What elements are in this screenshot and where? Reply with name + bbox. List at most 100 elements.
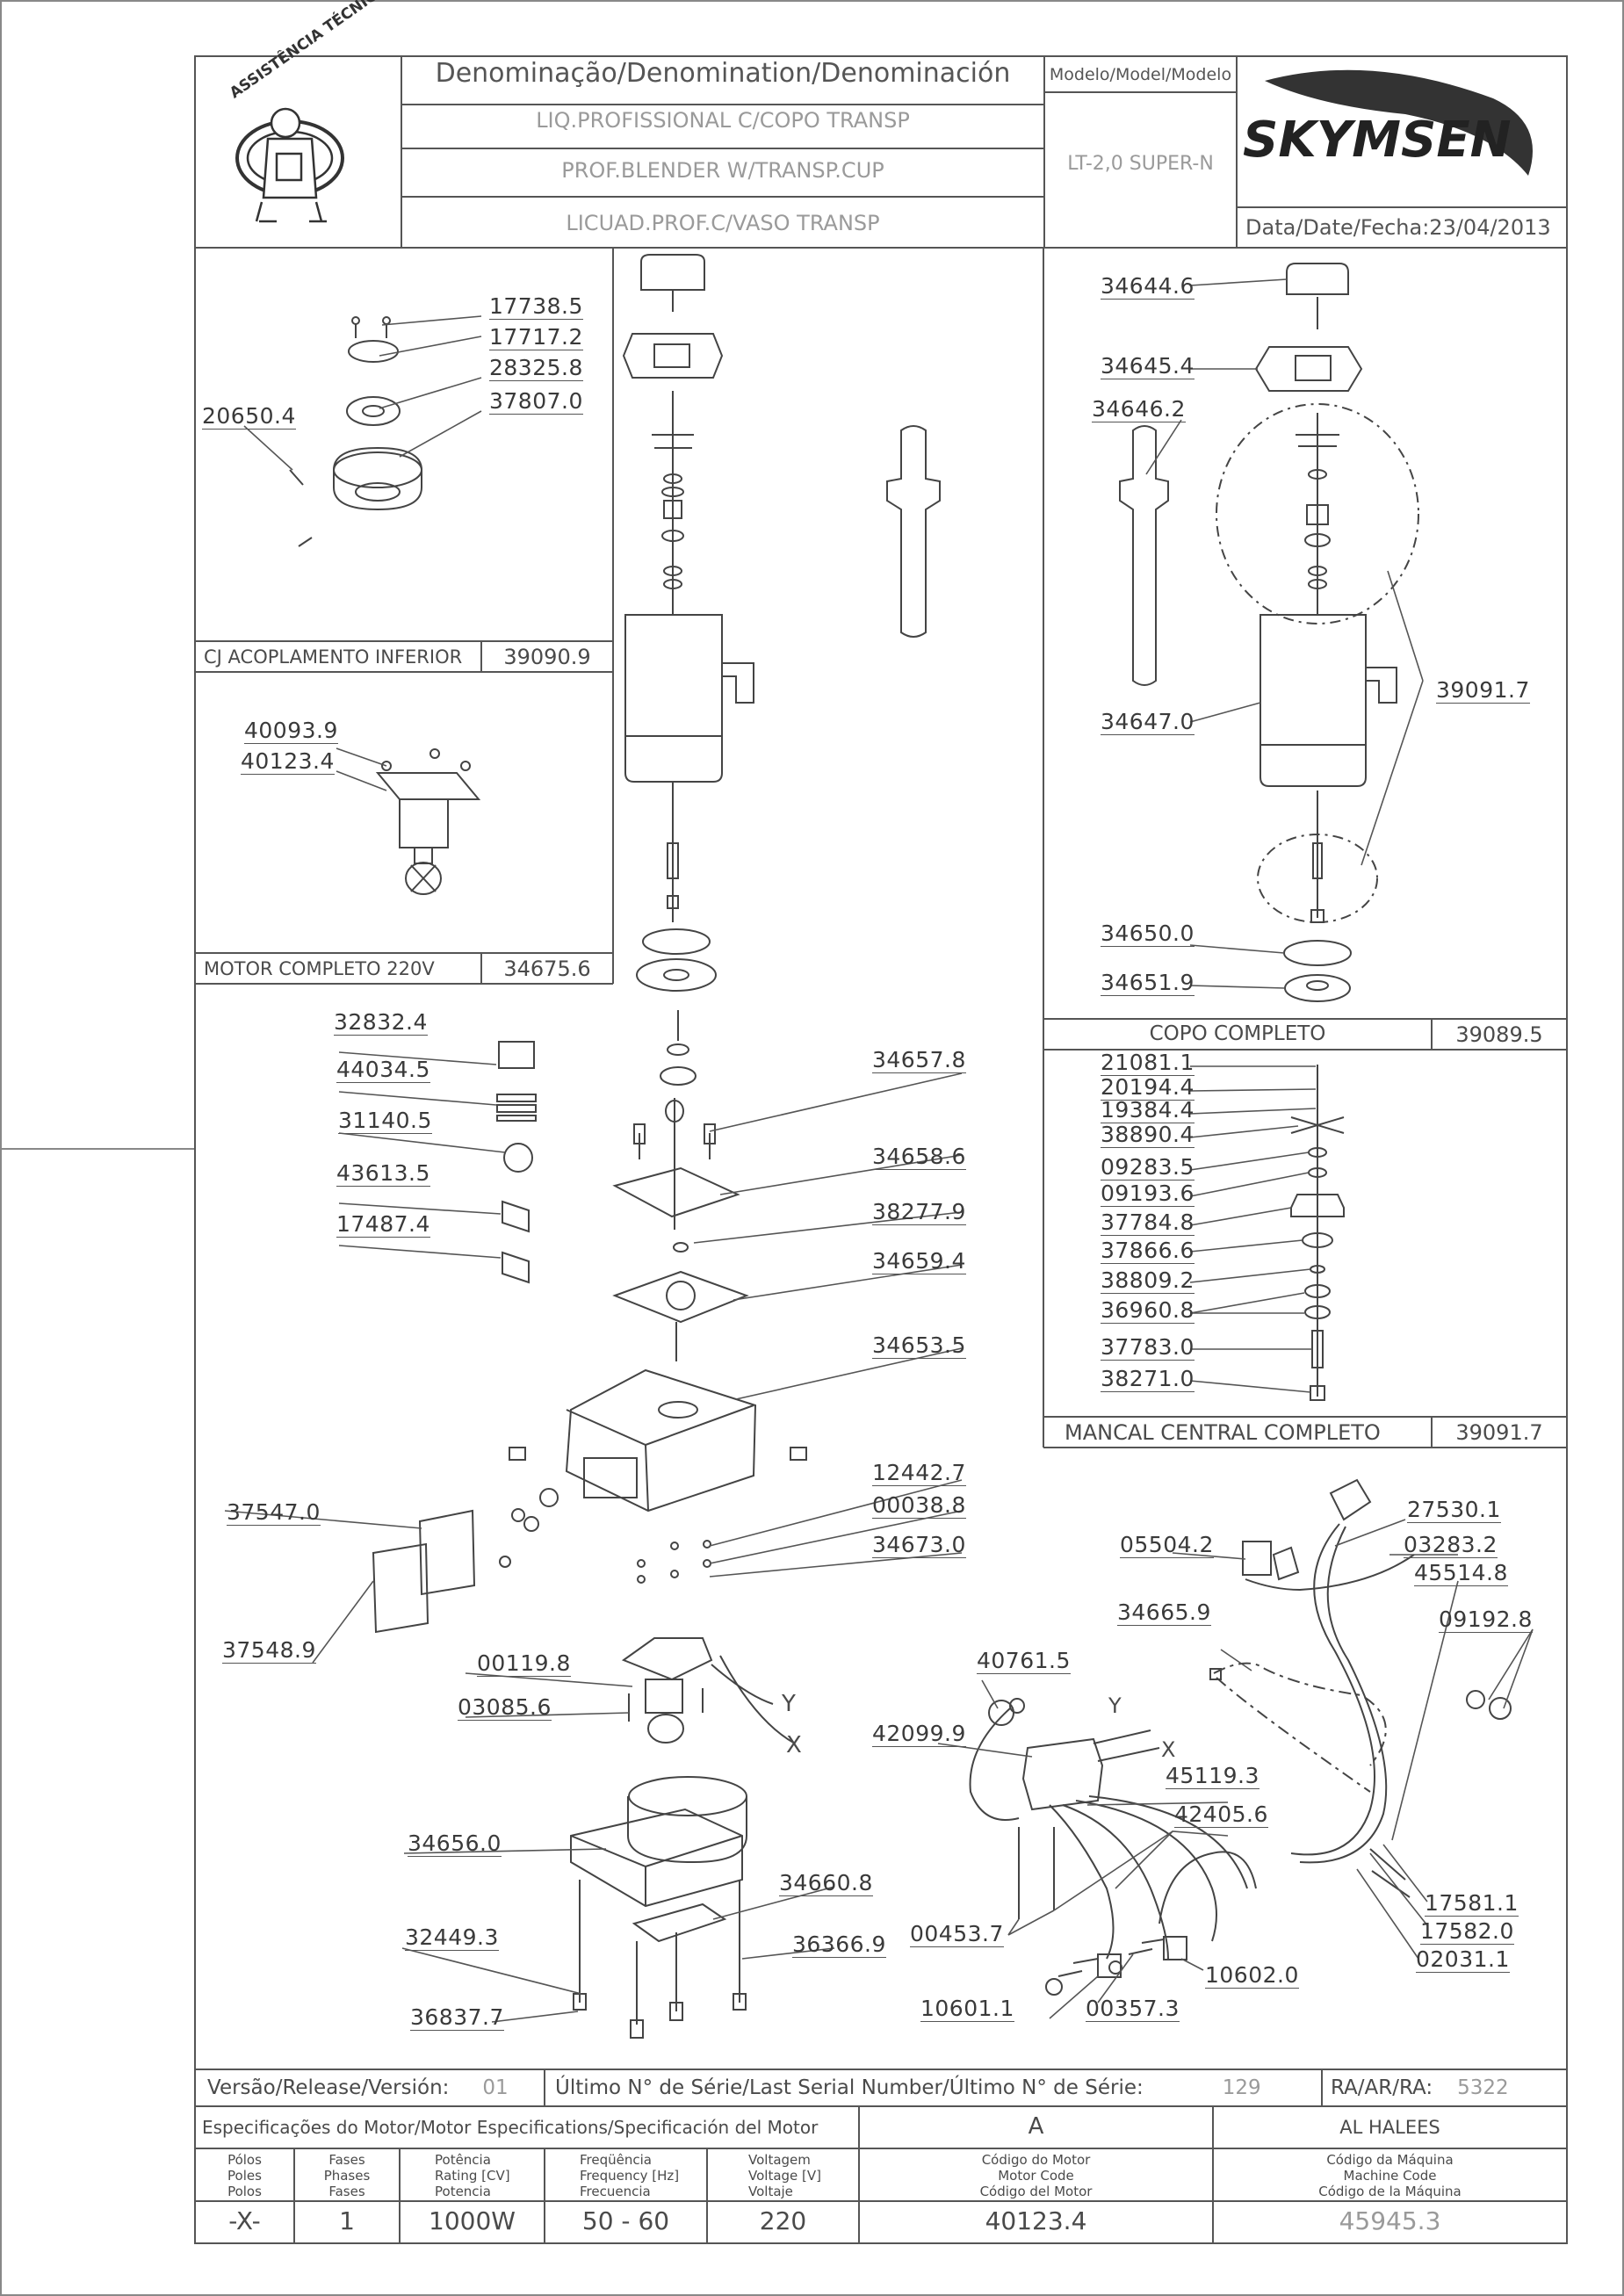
date-value: 23/04/2013 [1429, 215, 1551, 240]
motor-drawing [375, 748, 481, 895]
part-label: 34657.8 [872, 1047, 966, 1073]
date-label: Data/Date/Fecha:23/04/2013 [1245, 215, 1551, 240]
power-value: 1000W [429, 2206, 516, 2235]
part-label: 05504.2 [1120, 1532, 1214, 1558]
part-label: 37783.0 [1101, 1334, 1195, 1361]
voltage-value: 220 [759, 2206, 807, 2235]
ra-value: 5322 [1457, 2076, 1509, 2099]
part-label: 34644.6 [1101, 273, 1195, 300]
technician-badge-logo [235, 107, 344, 223]
part-label: 38271.0 [1101, 1366, 1195, 1392]
right-cup-drawing [1119, 263, 1419, 1002]
part-label: 36960.8 [1101, 1297, 1195, 1324]
part-label: 32449.3 [405, 1924, 499, 1951]
part-label: 42099.9 [872, 1721, 966, 1747]
part-label: 17581.1 [1425, 1890, 1519, 1917]
part-label: 10602.0 [1205, 1962, 1299, 1989]
model-value: LT-2,0 SUPER-N [1067, 153, 1214, 175]
part-label: 37807.0 [489, 388, 583, 415]
part-label: 09192.8 [1439, 1606, 1533, 1633]
part-label: 34673.0 [872, 1532, 966, 1558]
part-label: 43613.5 [336, 1160, 430, 1187]
part-label: 42405.6 [1174, 1801, 1268, 1828]
part-label: 34650.0 [1101, 921, 1195, 947]
part-label: 28325.8 [489, 355, 583, 381]
part-label: 31140.5 [338, 1108, 432, 1134]
part-label: 00038.8 [872, 1492, 966, 1519]
product-name-pt: LIQ.PROFISSIONAL C/COPO TRANSP [536, 108, 910, 133]
poles-value: -X- [228, 2206, 261, 2235]
part-label: 37866.6 [1101, 1238, 1195, 1264]
part-label: 34656.0 [408, 1830, 502, 1857]
motor-spec-letter: A [1028, 2113, 1044, 2140]
wire-marker-x: X [1161, 1737, 1176, 1762]
part-label: 17738.5 [489, 293, 583, 320]
part-label: 03085.6 [458, 1694, 552, 1721]
motor-spec-label: Especificações do Motor/Motor Especifica… [202, 2117, 819, 2138]
part-label: 34645.4 [1101, 353, 1195, 379]
lower-coupling-drawing [289, 316, 422, 547]
part-label: 03283.2 [1404, 1532, 1498, 1558]
machine-name: AL HALEES [1339, 2117, 1440, 2138]
wiring-harness-drawing [969, 1478, 1512, 1996]
part-label: 45119.3 [1166, 1763, 1260, 1789]
part-label: 02031.1 [1416, 1946, 1510, 1973]
part-label: 19384.4 [1101, 1097, 1195, 1123]
part-label: 36837.7 [410, 2004, 504, 2031]
denomination-title: Denominação/Denomination/Denominación [435, 58, 1011, 89]
serial-value: 129 [1222, 2076, 1261, 2099]
part-label: 36366.9 [792, 1931, 886, 1958]
central-cup-drawing [499, 254, 807, 2039]
cup-code: 39089.5 [1455, 1022, 1543, 1047]
wire-marker-y: Y [782, 1691, 796, 1717]
skymsen-logo: SKYMSEN [1243, 69, 1533, 176]
part-label: 17717.2 [489, 324, 583, 350]
part-label: 38277.9 [872, 1199, 966, 1225]
motor-code: 34675.6 [503, 957, 591, 981]
wire-marker-y: Y [1108, 1693, 1122, 1718]
lower-coupling-title: CJ ACOPLAMENTO INFERIOR [204, 646, 463, 668]
part-label: 12442.7 [872, 1460, 966, 1486]
spare-shaft-drawing [886, 425, 941, 638]
part-label: 45514.8 [1414, 1560, 1508, 1586]
part-label: 00119.8 [477, 1650, 571, 1677]
part-label: 34647.0 [1101, 709, 1195, 735]
version-label: Versão/Release/Versión:01 [207, 2076, 509, 2099]
part-label: 09193.6 [1101, 1180, 1195, 1207]
machine-code-value: 45945.3 [1339, 2206, 1441, 2235]
part-label: 37548.9 [222, 1637, 316, 1664]
part-label: 39091.7 [1436, 677, 1530, 704]
brand-name: SKYMSEN [1243, 112, 1511, 169]
part-label: 17582.0 [1420, 1918, 1514, 1945]
bearing-title: MANCAL CENTRAL COMPLETO [1065, 1420, 1381, 1445]
serial-label: Último N° de Série/Last Serial Number/Úl… [555, 2076, 1261, 2099]
part-label: 34660.8 [779, 1870, 873, 1896]
part-label: 37547.0 [227, 1499, 321, 1526]
part-label: 32832.4 [334, 1009, 428, 1036]
part-label: 40093.9 [244, 718, 338, 744]
product-name-es: LICUAD.PROF.C/VASO TRANSP [566, 211, 880, 235]
part-label: 34646.2 [1092, 396, 1186, 422]
part-label: 21081.1 [1101, 1050, 1195, 1076]
version-value: 01 [482, 2076, 509, 2099]
lower-coupling-code: 39090.9 [503, 645, 591, 669]
part-label: 38890.4 [1101, 1122, 1195, 1148]
part-label: 38809.2 [1101, 1267, 1195, 1294]
part-label: 37784.8 [1101, 1209, 1195, 1236]
part-label: 34651.9 [1101, 970, 1195, 996]
motor-title: MOTOR COMPLETO 220V [204, 958, 435, 979]
part-label: 27530.1 [1407, 1497, 1501, 1523]
part-label: 20194.4 [1101, 1074, 1195, 1101]
part-label: 44034.5 [336, 1057, 430, 1083]
bearing-code: 39091.7 [1455, 1420, 1543, 1445]
part-label: 00357.3 [1086, 1996, 1180, 2022]
part-label: 20650.4 [202, 403, 296, 430]
